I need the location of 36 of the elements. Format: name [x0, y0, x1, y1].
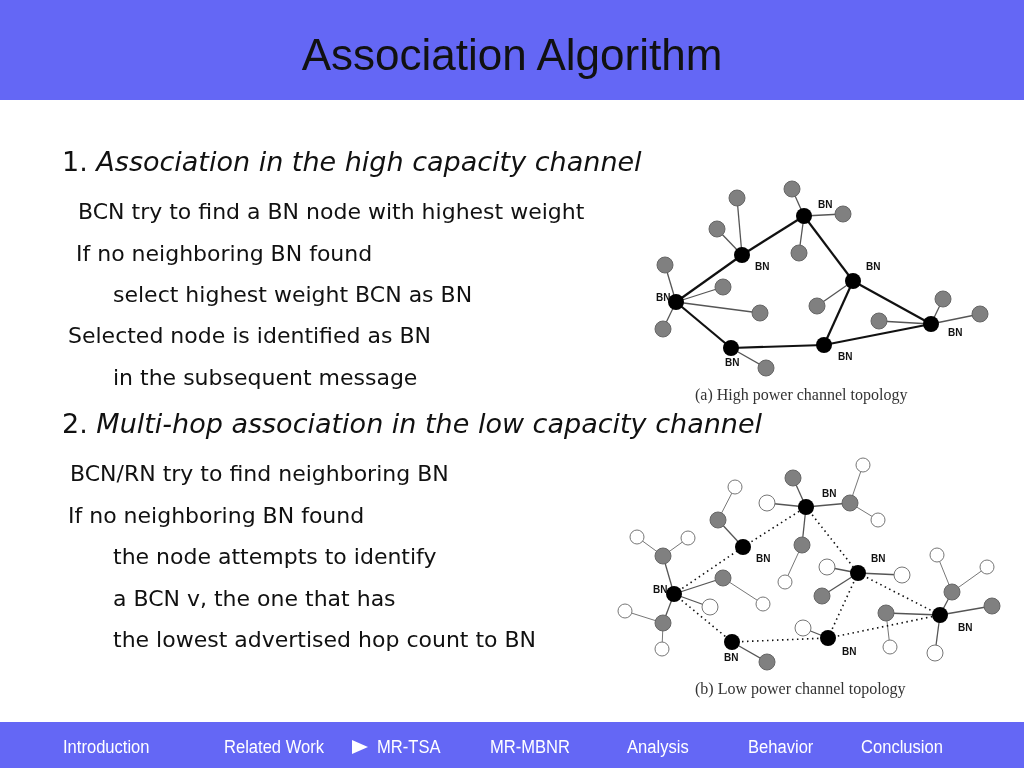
- node-label: BN: [871, 553, 886, 565]
- node-label: BN: [656, 292, 671, 304]
- slide-title: Association Algorithm: [300, 30, 724, 80]
- node-label: BN: [838, 351, 853, 363]
- nav-link: Conclusion: [861, 736, 943, 758]
- nav-link: Introduction: [63, 736, 150, 758]
- bullet-text: in the subsequent message: [113, 365, 418, 391]
- section-heading: 1. Association in the high capacity channel: [62, 146, 642, 178]
- node-label: BN: [866, 261, 881, 273]
- node-label: BN: [842, 646, 857, 658]
- section-heading: 2. Multi-hop association in the low capacity channel: [62, 408, 762, 440]
- bullet-text: Selected node is identified as BN: [68, 323, 431, 349]
- node-label: BN: [725, 357, 740, 369]
- bullet-text: select highest weight BCN as BN: [113, 282, 473, 308]
- node-label: BN: [653, 584, 668, 596]
- node-label: BN: [948, 327, 963, 339]
- bullet-text: the node attempts to identify: [113, 544, 437, 570]
- bullet-text: If no neighboring BN found: [76, 241, 373, 267]
- bullet-text: the lowest advertised hop count to BN: [113, 627, 537, 653]
- nav-link: Analysis: [627, 736, 689, 758]
- bullet-text: BCN/RN try to find neighboring BN: [70, 461, 449, 487]
- nav-link: MR-TSA: [377, 736, 441, 758]
- node-label: BN: [818, 199, 833, 211]
- bullet-text: a BCN v, the one that has: [113, 586, 396, 612]
- figure-caption: (b) Low power channel topology: [695, 679, 906, 699]
- nav-link: Related Work: [224, 736, 324, 758]
- node-label: BN: [822, 488, 837, 500]
- bullet-text: If no neighboring BN found: [68, 503, 365, 529]
- nav-link: Behavior: [748, 736, 814, 758]
- node-label: BN: [756, 553, 771, 565]
- node-label: BN: [958, 622, 973, 634]
- bullet-text: BCN try to find a BN node with highest weight: [78, 199, 585, 225]
- node-label: BN: [724, 652, 739, 664]
- figure-caption: (a) High power channel topology: [695, 385, 908, 405]
- node-label: BN: [755, 261, 770, 273]
- nav-link: MR-MBNR: [490, 736, 571, 758]
